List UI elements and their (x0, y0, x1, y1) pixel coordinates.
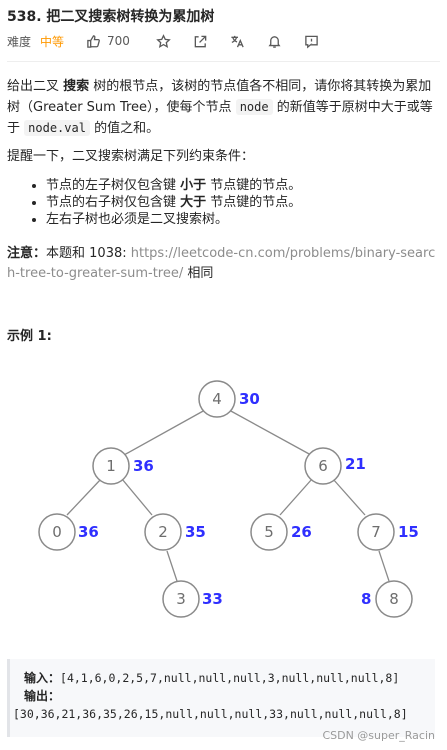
inline-code: node (235, 99, 273, 115)
example-tree-diagram: 4 30 1 36 6 21 0 36 2 35 5 26 7 15 3 33 … (38, 380, 419, 618)
desc-text: 的值之和。 (89, 121, 160, 136)
example-title: 示例 1: (7, 329, 52, 344)
tree-node: 0 (38, 513, 76, 551)
comment-icon (305, 35, 318, 49)
input-label: 输入： (24, 671, 61, 685)
tree-node: 3 (162, 580, 200, 618)
related-problem-link[interactable]: https://leetcode-cn.com/problems/binary-… (7, 246, 436, 281)
rule-text: 节点的右子树仅包含键 (46, 195, 181, 210)
watermark: CSDN @super_Racin (322, 729, 435, 742)
greater-sum-label: 8 (361, 590, 371, 608)
greater-sum-label: 21 (345, 455, 366, 473)
translate-icon (231, 35, 244, 47)
like-count: 700 (107, 34, 130, 48)
list-item: 节点的右子树仅包含键 大于 节点键的节点。 (46, 194, 440, 211)
example-io-block: 输入：[4,1,6,0,2,5,7,null,null,null,3,null,… (7, 659, 435, 737)
note-paragraph: 注意：本题和 1038: https://leetcode-cn.com/pro… (7, 244, 439, 284)
rule-emphasis: 小于 (180, 178, 207, 193)
svg-text:4: 4 (212, 390, 222, 408)
translate-button[interactable] (230, 34, 245, 49)
rule-text: 节点键的节点。 (206, 178, 302, 193)
star-icon (156, 33, 171, 48)
tree-edge (123, 409, 206, 456)
list-item: 节点的左子树仅包含键 小于 节点键的节点。 (46, 177, 440, 194)
header-divider (7, 61, 440, 62)
svg-text:1: 1 (106, 457, 116, 475)
description-paragraph: 给出二叉 搜索 树的根节点，该树的节点值各不相同，请你将其转换为累加树（Grea… (7, 77, 439, 139)
output-value: [30,36,21,36,35,26,15,null,null,null,33,… (13, 707, 408, 721)
greater-sum-label: 35 (185, 523, 206, 541)
tree-node: 7 (357, 513, 395, 551)
share-button[interactable] (193, 34, 208, 49)
svg-text:0: 0 (52, 523, 62, 541)
rule-text: 节点的左子树仅包含键 (46, 178, 181, 193)
output-label: 输出： (24, 689, 61, 703)
problem-title: 538. 把二叉搜索树转换为累加树 (7, 9, 215, 25)
tree-edge (228, 409, 312, 456)
svg-text:5: 5 (264, 523, 274, 541)
tree-edge (279, 478, 313, 516)
tree-edge (332, 478, 366, 516)
constraints-list: 节点的左子树仅包含键 小于 节点键的节点。 节点的右子树仅包含键 大于 节点键的… (0, 177, 440, 228)
list-item: 左右子树也必须是二叉搜索树。 (46, 211, 440, 228)
desc-text: 树的根节点，该树的节点值各不相同，请你将其转换为累加树（Greater Sum … (7, 79, 432, 115)
svg-text:2: 2 (158, 523, 168, 541)
note-label: 注意： (7, 246, 47, 261)
notification-button[interactable] (267, 34, 282, 49)
comment-button[interactable] (304, 34, 319, 49)
desc-emphasis: 搜索 (63, 79, 90, 94)
tree-node: 6 (304, 447, 342, 485)
greater-sum-label: 36 (133, 457, 154, 475)
tree-edge (66, 478, 102, 516)
greater-sum-label: 26 (291, 523, 312, 541)
greater-sum-label: 36 (78, 523, 99, 541)
desc-text: 给出二叉 (7, 79, 64, 94)
tree-node: 4 (198, 380, 236, 418)
bell-icon (268, 35, 281, 48)
greater-sum-label: 30 (239, 390, 260, 408)
note-text: 相同 (183, 266, 214, 281)
rule-text: 节点键的节点。 (206, 195, 302, 210)
rule-emphasis: 大于 (180, 195, 207, 210)
difficulty-badge: 中等 (40, 34, 65, 49)
tree-edge (378, 550, 390, 582)
constraints-intro: 提醒一下，二叉搜索树满足下列约束条件： (7, 149, 255, 164)
problem-meta-bar: 难度 中等 700 (7, 32, 319, 50)
difficulty-label: 难度 (7, 34, 32, 49)
share-icon (194, 35, 207, 47)
svg-text:6: 6 (318, 457, 328, 475)
thumbs-up-icon (87, 34, 100, 48)
example-input-row: 输入：[4,1,6,0,2,5,7,null,null,null,3,null,… (24, 669, 435, 687)
tree-node: 2 (144, 513, 182, 551)
rule-text: 左右子树也必须是二叉搜索树。 (46, 212, 229, 227)
note-text: 本题和 1038: (46, 246, 131, 261)
tree-node: 1 (92, 447, 130, 485)
inline-code: node.val (24, 120, 90, 136)
greater-sum-label: 33 (202, 590, 223, 608)
svg-text:8: 8 (389, 590, 399, 608)
svg-text:3: 3 (176, 590, 186, 608)
tree-node: 8 (375, 580, 413, 618)
favorite-button[interactable] (156, 33, 171, 49)
tree-node: 5 (250, 513, 288, 551)
tree-edge (121, 478, 153, 516)
greater-sum-label: 15 (398, 523, 419, 541)
tree-edge (166, 550, 178, 582)
svg-text:7: 7 (371, 523, 381, 541)
like-button[interactable]: 700 (86, 34, 130, 49)
desc-text: 的新值等于原树中大于或等于 (7, 100, 433, 136)
input-value: [4,1,6,0,2,5,7,null,null,null,3,null,nul… (60, 671, 400, 685)
